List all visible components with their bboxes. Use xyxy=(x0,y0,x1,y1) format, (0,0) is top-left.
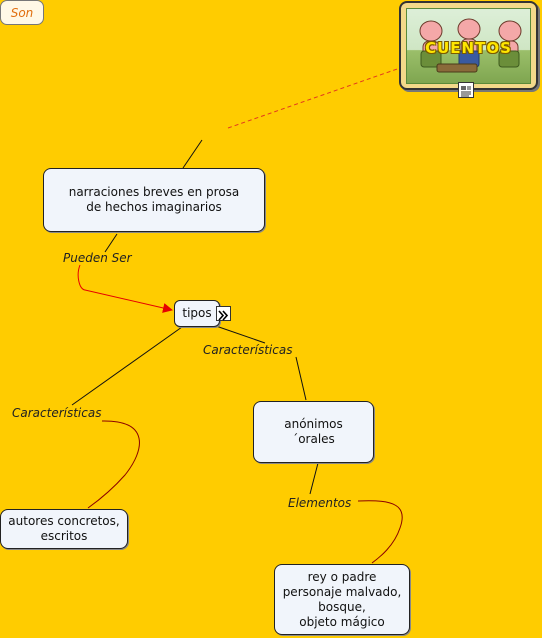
caracteristicas-left-link-label: Características xyxy=(12,406,102,420)
anonimos-line-1: anónimos xyxy=(284,417,343,431)
caracteristicas-right-to-anonimos-line xyxy=(295,356,307,401)
rey-line-1: rey o padre xyxy=(307,569,377,584)
cuentos-title: CUENTOS xyxy=(425,39,512,57)
narraciones-line-1: narraciones breves en prosa xyxy=(68,185,240,199)
rey-line-4: objeto mágico xyxy=(299,614,385,629)
anonimos-concept[interactable]: anónimos ´orales xyxy=(253,401,374,463)
three-pigs-illustration xyxy=(419,18,522,73)
caracteristicas-right-link-label: Características xyxy=(203,343,293,357)
narraciones-to-pueden-ser-line xyxy=(104,233,118,253)
narraciones-concept[interactable]: narraciones breves en prosa de hechos im… xyxy=(43,168,265,232)
son-to-cuentos-link xyxy=(227,67,401,129)
autores-concept[interactable]: autores concretos, escritos xyxy=(0,509,128,549)
rey-line-3: bosque, xyxy=(318,599,366,614)
elementos-to-rey-curve xyxy=(357,500,403,564)
son-to-narraciones-line xyxy=(182,139,203,169)
document-icon[interactable] xyxy=(458,82,474,98)
autores-line-2: escritos xyxy=(40,529,88,543)
double-chevron-right-icon[interactable] xyxy=(216,306,231,321)
rey-line-2: personaje malvado, xyxy=(282,584,402,599)
narraciones-line-2: de hechos imaginarios xyxy=(86,200,222,214)
tipos-concept[interactable]: tipos xyxy=(174,300,220,327)
tipos-to-caracteristicas-left-line xyxy=(71,326,183,406)
son-link-label: Son xyxy=(0,0,44,25)
autores-line-1: autores concretos, xyxy=(8,514,120,528)
elementos-link-label: Elementos xyxy=(288,496,352,510)
pueden-ser-to-tipos-arrow xyxy=(77,264,173,313)
anonimos-to-elementos-line xyxy=(309,462,319,495)
tipos-label: tipos xyxy=(182,306,212,320)
cuentos-image-node[interactable]: CUENTOS xyxy=(399,1,538,90)
tipos-to-caracteristicas-right-line xyxy=(215,325,266,344)
cuentos-illustration: CUENTOS xyxy=(406,8,531,84)
anonimos-line-2: ´orales xyxy=(292,432,335,446)
rey-concept[interactable]: rey o padre personaje malvado, bosque, o… xyxy=(274,564,410,635)
pueden-ser-link-label: Pueden Ser xyxy=(63,251,132,265)
caracteristicas-left-to-autores-curve xyxy=(87,420,140,509)
